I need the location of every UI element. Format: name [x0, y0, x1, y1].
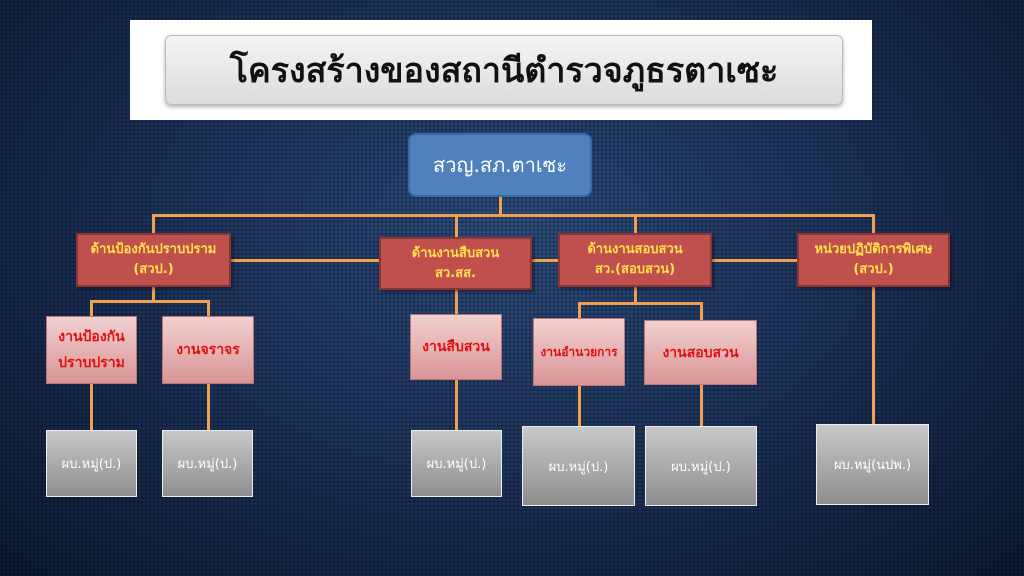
division-sublabel: (สวป.) — [853, 262, 894, 277]
connector — [152, 287, 155, 302]
root-node: สวญ.สภ.ตาเซะ — [408, 133, 592, 197]
division-sublabel: สว.(สอบสวน) — [594, 262, 676, 277]
connector — [455, 214, 458, 238]
connector — [91, 300, 209, 303]
connector — [634, 214, 637, 234]
division-sublabel: สว.สส. — [435, 265, 476, 281]
division-sublabel: (สวป.) — [133, 262, 174, 277]
leader-box: ผบ.หมู่(ป.) — [411, 430, 502, 497]
leader-box: ผบ.หมู่(นปพ.) — [816, 424, 929, 505]
leader-box: ผบ.หมู่(ป.) — [162, 430, 253, 497]
connector — [153, 214, 875, 217]
division-investigation: ด้านงานสืบสวนสว.สส. — [379, 237, 532, 290]
connector — [499, 197, 502, 215]
division-label: ด้านป้องกันปราบปราม — [90, 242, 217, 257]
connector — [872, 287, 875, 424]
division-label: ด้านงานสืบสวน — [411, 245, 500, 261]
division-label: ด้านงานสอบสวน — [587, 242, 683, 257]
division-special-ops: หน่วยปฏิบัติการพิเศษ (สวป.) — [797, 233, 950, 287]
connector — [578, 302, 702, 305]
unit-box: งานอำนวยการ — [533, 318, 625, 386]
unit-box: งานจราจร — [162, 316, 254, 384]
leader-box: ผบ.หมู่(ป.) — [522, 426, 635, 506]
division-label: หน่วยปฏิบัติการพิเศษ — [814, 242, 933, 257]
unit-box: งานป้องกันปราบปราม — [46, 316, 137, 384]
page-title: โครงสร้างของสถานีตำรวจภูธรตาเซะ — [165, 35, 843, 105]
unit-box: งานสืบสวน — [410, 314, 502, 380]
division-prevention: ด้านป้องกันปราบปราม (สวป.) — [76, 233, 231, 287]
leader-box: ผบ.หมู่(ป.) — [46, 430, 137, 497]
unit-box: งานสอบสวน — [644, 320, 757, 385]
leader-box: ผบ.หมู่(ป.) — [645, 426, 757, 506]
connector — [872, 214, 875, 234]
connector — [634, 287, 637, 302]
connector — [152, 214, 155, 234]
division-inquiry: ด้านงานสอบสวนสว.(สอบสวน) — [558, 233, 712, 287]
